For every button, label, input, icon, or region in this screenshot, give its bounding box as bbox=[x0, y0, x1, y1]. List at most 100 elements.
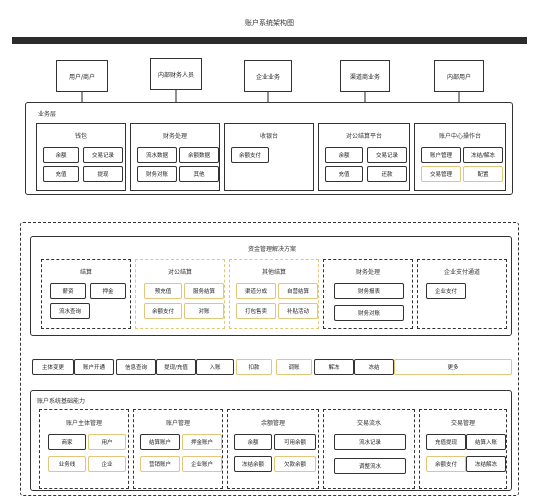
item-finance-reconcile: 财务对账 bbox=[334, 305, 404, 321]
op-account-open: 账户开通 bbox=[74, 359, 114, 375]
item-adjust-flow: 调整流水 bbox=[334, 458, 406, 474]
item-merchant: 商家 bbox=[48, 434, 86, 450]
ops-row: 主体变更 账户开通 信息查询 提现/充值 入账 扣款 调账 解冻 冻结 更多 bbox=[30, 359, 512, 375]
business-layer-label: 业务层 bbox=[38, 111, 57, 118]
op-withdraw-recharge: 提现/充值 bbox=[156, 359, 196, 375]
top-box-channel: 渠道商业务 bbox=[340, 60, 390, 92]
diagram-title: 账户系统架构图 bbox=[245, 19, 294, 27]
item-freeze-unfreeze: 冻结/解冻 bbox=[463, 147, 503, 163]
item-recharge: 充值 bbox=[325, 166, 363, 182]
fund-solution-panel: 资金管理解决方案 结算 薪资 押金 流水查询 对公结算 预充值 服务结算 余额支… bbox=[30, 236, 512, 336]
col-title: 钱包 bbox=[74, 133, 87, 140]
col-title: 账户中心操作台 bbox=[438, 133, 481, 140]
item-frozen-balance: 冻结余额 bbox=[234, 456, 272, 472]
group-title: 其他结算 bbox=[261, 269, 286, 276]
item-config: 配置 bbox=[463, 166, 503, 182]
col-cashier: 收银台 余额支付 bbox=[224, 123, 314, 191]
group-corporate-settlement: 对公结算 预充值 服务结算 余额支付 对账 bbox=[135, 259, 225, 329]
item-reconcile: 对账 bbox=[184, 303, 224, 319]
item-prepay: 预充值 bbox=[144, 283, 182, 299]
item-self-settle: 自营结算 bbox=[278, 283, 318, 299]
col-finance: 财务处理 流水数据 余额数据 财务对账 其他 bbox=[130, 123, 220, 191]
top-box-enterprise: 企业业务 bbox=[244, 60, 292, 92]
group-title: 余额管理 bbox=[260, 420, 285, 427]
item-recharge: 充值 bbox=[43, 166, 79, 182]
group-title: 交易管理 bbox=[450, 420, 475, 427]
item-salary: 薪资 bbox=[50, 283, 86, 299]
op-adjust: 调账 bbox=[276, 359, 312, 375]
col-wallet: 钱包 余额 交易记录 充值 提现 bbox=[36, 123, 126, 191]
group-other-settlement: 其他结算 渠道分成 自营结算 打包售卖 补贴活动 bbox=[229, 259, 319, 329]
top-box-user-merchant: 用户/商户 bbox=[56, 60, 108, 92]
group-finance: 财务处理 财务报表 财务对账 bbox=[323, 259, 413, 329]
group-title: 账户主体管理 bbox=[65, 420, 102, 427]
group-enterprise-pay: 企业支付通道 企业支付 bbox=[417, 259, 507, 329]
item-recharge-withdraw: 充值提现 bbox=[426, 434, 466, 450]
item-settle-account: 结算账户 bbox=[140, 434, 180, 450]
op-freeze: 冻结 bbox=[354, 359, 394, 375]
group-account-mgmt: 账户管理 结算账户 押金账户 营销账户 企业账户 bbox=[133, 409, 223, 489]
item-enterprise: 企业 bbox=[88, 456, 126, 472]
base-capability-label: 账户系统基础能力 bbox=[37, 398, 86, 405]
item-trade-mgmt: 交易管理 bbox=[421, 166, 461, 182]
item-enterprise-account: 企业账户 bbox=[182, 456, 222, 472]
item-user: 用户 bbox=[88, 434, 126, 450]
system-dashed-container bbox=[20, 222, 519, 496]
group-title: 账户管理 bbox=[165, 420, 190, 427]
item-freeze-unfreeze: 冻结解冻 bbox=[466, 456, 506, 472]
item-channel-share: 渠道分成 bbox=[236, 283, 276, 299]
item-balance-pay: 余额支付 bbox=[231, 147, 269, 163]
op-info-query: 信息查询 bbox=[116, 359, 156, 375]
item-enterprise-pay: 企业支付 bbox=[426, 283, 466, 299]
group-title: 企业支付通道 bbox=[443, 269, 480, 276]
item-debt-balance: 欠款余额 bbox=[274, 456, 316, 472]
item-bundle-sale: 打包售卖 bbox=[236, 303, 276, 319]
item-marketing-account: 营销账户 bbox=[140, 456, 180, 472]
item-service-settle: 服务结算 bbox=[184, 283, 224, 299]
item-reconcile: 财务对账 bbox=[137, 166, 177, 182]
op-debit: 扣款 bbox=[236, 359, 272, 375]
item-account-mgmt: 账户管理 bbox=[421, 147, 461, 163]
op-credit: 入账 bbox=[196, 359, 234, 375]
group-title: 结算 bbox=[79, 269, 92, 276]
item-balance-data: 余额数据 bbox=[179, 147, 219, 163]
op-more: 更多 bbox=[394, 359, 512, 375]
item-balance-pay: 余额支付 bbox=[144, 303, 182, 319]
top-box-internal-user: 内部用户 bbox=[434, 60, 484, 92]
op-subject-change: 主体变更 bbox=[32, 359, 74, 375]
item-deposit: 押金 bbox=[90, 283, 126, 299]
op-unfreeze: 解冻 bbox=[314, 359, 354, 375]
item-subsidy: 补贴活动 bbox=[278, 303, 318, 319]
item-transactions: 交易记录 bbox=[83, 147, 123, 163]
item-deposit-account: 押金账户 bbox=[182, 434, 222, 450]
item-transactions: 交易记录 bbox=[367, 147, 407, 163]
item-balance: 余额 bbox=[325, 147, 363, 163]
group-trade-mgmt: 交易管理 充值提现 结算入账 余额支付 冻结解冻 bbox=[419, 409, 507, 489]
col-title: 对公结算平台 bbox=[345, 133, 382, 140]
item-settle-credit: 结算入账 bbox=[466, 434, 506, 450]
item-flow-query: 流水查询 bbox=[50, 303, 90, 319]
col-title: 财务处理 bbox=[162, 133, 187, 140]
top-box-finance-staff: 内部财务人员 bbox=[150, 58, 202, 90]
item-flow-record: 流水记录 bbox=[334, 434, 406, 450]
group-trade-flow: 交易流水 流水记录 调整流水 bbox=[323, 409, 415, 489]
item-balance: 余额 bbox=[234, 434, 272, 450]
col-title: 收银台 bbox=[259, 133, 278, 140]
group-balance-mgmt: 余额管理 余额 可用余额 冻结余额 欠款余额 bbox=[227, 409, 319, 489]
item-balance-pay: 余额支付 bbox=[426, 456, 466, 472]
item-balance: 余额 bbox=[43, 147, 79, 163]
group-subject-mgmt: 账户主体管理 商家 用户 业务线 企业 bbox=[39, 409, 129, 489]
item-flow-data: 流水数据 bbox=[137, 147, 177, 163]
fund-solution-label: 资金管理解决方案 bbox=[247, 246, 296, 253]
header-bar bbox=[12, 37, 527, 44]
group-title: 财务处理 bbox=[355, 269, 380, 276]
item-available-balance: 可用余额 bbox=[274, 434, 316, 450]
group-settlement: 结算 薪资 押金 流水查询 bbox=[41, 259, 131, 329]
group-title: 交易流水 bbox=[356, 420, 381, 427]
item-other: 其他 bbox=[179, 166, 219, 182]
base-capability-panel: 账户系统基础能力 账户主体管理 商家 用户 业务线 企业 账户管理 结算账户 押… bbox=[30, 390, 512, 491]
col-corporate-settlement: 对公结算平台 余额 交易记录 充值 还款 bbox=[318, 123, 410, 191]
col-account-console: 账户中心操作台 账户管理 冻结/解冻 交易管理 配置 bbox=[414, 123, 506, 191]
business-layer-panel: 业务层 钱包 余额 交易记录 充值 提现 财务处理 流水数据 余额数据 财务对账… bbox=[25, 102, 513, 195]
item-withdraw: 提现 bbox=[83, 166, 123, 182]
